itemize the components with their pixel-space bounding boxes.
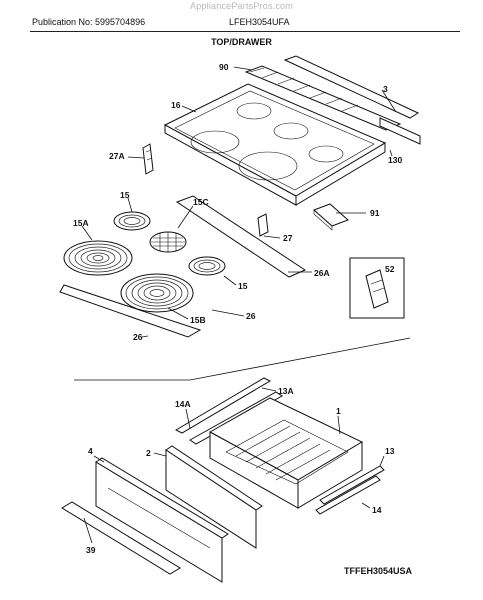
callout-15A: 15A	[73, 218, 89, 228]
callout-27: 27	[283, 233, 293, 243]
callout-27A: 27A	[109, 151, 125, 161]
callout-26A: 26A	[314, 268, 330, 278]
page-header: AppliancePartsPros.com Publication No: 5…	[0, 0, 483, 47]
callout-15B: 15B	[190, 315, 206, 325]
element-15A	[63, 240, 133, 276]
bracket-27A	[142, 143, 154, 175]
callout-52: 52	[385, 264, 395, 274]
callout-26-bottom: 26	[133, 332, 143, 342]
callout-15-right: 15	[238, 281, 248, 291]
switch-52-box	[349, 257, 405, 319]
drawer-front-frame	[165, 445, 263, 549]
callout-13: 13	[385, 446, 395, 456]
bracket-91	[313, 203, 349, 231]
leader-lines	[81, 66, 397, 544]
callout-3: 3	[383, 84, 388, 94]
element-15-right	[188, 256, 226, 276]
drawer-slides-right	[315, 465, 385, 515]
rear-trim-assembly	[244, 55, 421, 145]
element-support-frame	[59, 195, 307, 338]
cooktop-glass	[163, 83, 387, 206]
header-rule	[30, 31, 460, 32]
element-15-top	[113, 211, 151, 231]
callout-4: 4	[88, 446, 93, 456]
section-title: TOP/DRAWER	[211, 37, 272, 47]
callout-14: 14	[372, 505, 382, 515]
publication-number: Publication No: 5995704896	[32, 17, 146, 27]
callout-26-right: 26	[246, 311, 256, 321]
callout-2: 2	[146, 448, 151, 458]
callout-13A: 13A	[278, 386, 294, 396]
element-15C	[149, 231, 187, 253]
model-number: LFEH3054UFA	[229, 17, 290, 27]
callout-90: 90	[219, 62, 229, 72]
drawer-handle-trim	[61, 501, 181, 575]
bracket-27	[257, 213, 269, 237]
callout-15C: 15C	[193, 197, 209, 207]
callout-39: 39	[86, 545, 96, 555]
callout-labels: 90 3 16 130 27A 15 15C 91 15A 27 26A 52 …	[73, 62, 402, 555]
section-divider	[74, 337, 411, 381]
watermark: AppliancePartsPros.com	[190, 1, 293, 11]
callout-130: 130	[388, 155, 402, 165]
callout-16: 16	[171, 100, 181, 110]
callout-14A: 14A	[175, 399, 191, 409]
drawer-panel	[95, 457, 229, 583]
drawer-body	[208, 397, 364, 509]
element-15B	[120, 273, 194, 313]
callout-15-top: 15	[120, 190, 130, 200]
diagram-code: TFFEH3054USA	[344, 566, 413, 576]
callout-1: 1	[336, 406, 341, 416]
callout-91: 91	[370, 208, 380, 218]
